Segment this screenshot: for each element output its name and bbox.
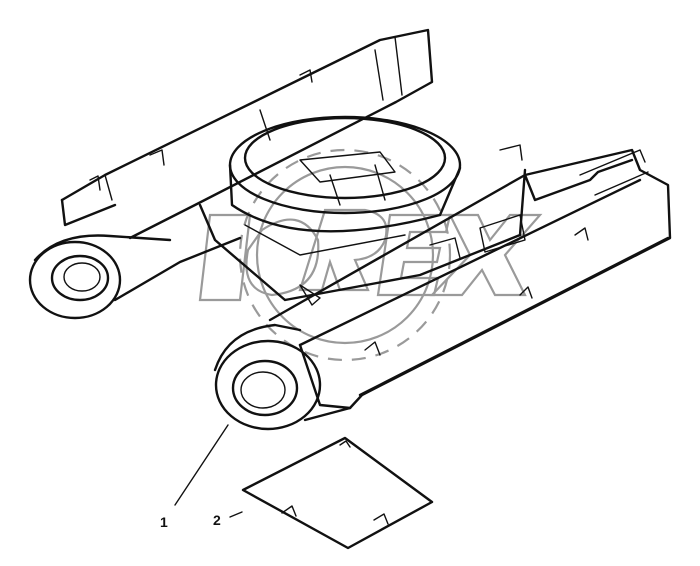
callout-label-1: 1 [160, 514, 168, 530]
leader-lines [174, 424, 243, 518]
leader-line-2 [229, 511, 243, 518]
watermark-logo [198, 148, 543, 362]
cover-plate [241, 436, 434, 550]
track-frame [28, 28, 672, 431]
callout-label-2: 2 [213, 512, 221, 528]
leader-line-1 [174, 424, 229, 506]
